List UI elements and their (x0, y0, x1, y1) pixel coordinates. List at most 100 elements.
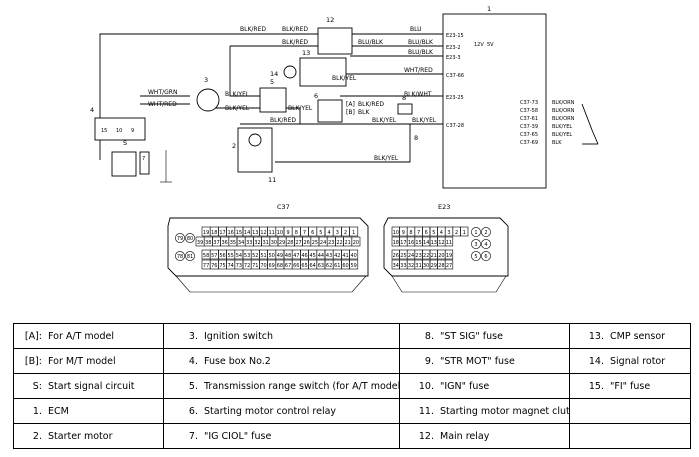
pin-label: 15 (415, 240, 421, 246)
label-rel-a-wire: BLK/RED (358, 101, 384, 108)
round-pin-label: 6 (484, 254, 487, 260)
round-pin (185, 233, 195, 243)
signal-rotor (283, 65, 297, 79)
legend-cell: 4.Fuse box No.2 (163, 348, 400, 374)
legend-key: 5. (188, 380, 198, 392)
ecm-box (442, 13, 547, 189)
legend-key: 13. (588, 330, 604, 342)
label-blk-yel-5: BLK/YEL (372, 117, 397, 124)
pin-label: 7 (303, 230, 306, 236)
pin-label: 25 (312, 240, 318, 246)
pin-label: 70 (260, 263, 266, 269)
pin-label: 76 (211, 263, 217, 269)
pin-cell (460, 226, 469, 237)
pin-label: 2 (344, 230, 347, 236)
pin-label: 13 (431, 240, 437, 246)
legend-key: 7. (188, 430, 198, 442)
pin-label: 32 (254, 240, 260, 246)
legend-cell: 12.Main relay (399, 423, 570, 449)
fuse-box-5 (259, 87, 287, 113)
round-pin (175, 233, 185, 243)
callout-12: 12 (326, 16, 334, 24)
label-blk-orn-2: BLK/ORN (552, 108, 575, 114)
pin-label: 29 (279, 240, 285, 246)
pin-label: 19 (446, 253, 452, 259)
pin-label: 30 (423, 263, 429, 269)
c37-title: C37 (277, 203, 290, 211)
pin-label: 35 (230, 240, 236, 246)
pin-label: 3 (336, 230, 339, 236)
legend-text: Starting motor magnet clutch (440, 405, 570, 417)
pin-label: 51 (260, 253, 266, 259)
pin-label: 34 (393, 263, 399, 269)
legend-text: Starter motor (48, 430, 113, 442)
term-c37-28: C37-28 (446, 123, 464, 129)
legend-key: 8. (424, 330, 434, 342)
pin-label: 77 (203, 263, 209, 269)
label-blk-yel-6: BLK/YEL (412, 117, 437, 124)
legend-cell: 7. "IG CIOL" fuse (163, 423, 400, 449)
pin-label: 18 (211, 230, 217, 236)
legend-cell: 10."IGN" fuse (399, 373, 570, 399)
label-blk-wht: BLK/WHT (404, 91, 432, 98)
term-c37-65: C37-65 (520, 132, 538, 138)
ecm-right-terminals: C37-73 C37-58 C37-61 C37-39 C37-65 C37-6… (520, 100, 575, 146)
legend-text: ECM (48, 405, 69, 417)
pin-label: 17 (400, 240, 406, 246)
term-e23-2: E23-2 (446, 45, 461, 51)
pin-label: 31 (263, 240, 269, 246)
pin-cell (349, 259, 359, 270)
round-pin (471, 239, 481, 249)
pin-label: 33 (246, 240, 252, 246)
battery-box (111, 151, 137, 177)
legend-cell (569, 398, 691, 424)
pin-label: 34 (238, 240, 244, 246)
pin-label: 10 (393, 230, 399, 236)
pin-label: 54 (236, 253, 242, 259)
legend-text: "ST SIG" fuse (440, 330, 503, 342)
legend-key: [A]: (24, 330, 42, 342)
pin-label: 7 (417, 230, 420, 236)
callout-13: 13 (302, 49, 310, 57)
pin-label: 12 (260, 230, 266, 236)
legend-cell: 1.ECM (13, 398, 164, 424)
main-relay (317, 27, 353, 55)
term-5v: 5V (487, 42, 494, 48)
pin-label: 71 (252, 263, 258, 269)
legend-text: "FI" fuse (610, 380, 651, 392)
pin-label: 28 (287, 240, 293, 246)
legend-cell: S:Start signal circuit (13, 373, 164, 399)
pin-label: 12 (438, 240, 444, 246)
pin-label: 55 (228, 253, 234, 259)
legend-key: 3. (188, 330, 198, 342)
label-blk-yel-7: BLK/YEL (374, 155, 399, 162)
legend-text: "IG CIOL" fuse (204, 430, 272, 442)
pin-label: 9 (287, 230, 290, 236)
starter-motor-symbol (248, 133, 262, 147)
pin-label: 20 (353, 240, 359, 246)
fuse-15-label: 15 (101, 128, 107, 134)
pin-label: 72 (244, 263, 250, 269)
legend-cell: 15."FI" fuse (569, 373, 691, 399)
pin-label: 26 (304, 240, 310, 246)
legend-key: [B]: (24, 355, 42, 367)
pin-label: 31 (415, 263, 421, 269)
label-rel-b: [B] (346, 109, 355, 116)
callout-2: 2 (232, 142, 236, 150)
legend-cell (569, 423, 691, 449)
legend-cell: 9."STR MOT" fuse (399, 348, 570, 374)
legend-text: CMP sensor (610, 330, 666, 342)
pin-label: 1 (463, 230, 466, 236)
pin-label: 58 (203, 253, 209, 259)
pin-label: 48 (285, 253, 291, 259)
pin-label: 14 (244, 230, 250, 236)
term-12v: 12V (474, 42, 484, 48)
pin-label: 50 (269, 253, 275, 259)
label-blk-yel-8: BLK/YEL (552, 124, 572, 130)
pin-label: 63 (318, 263, 324, 269)
callout-11: 11 (268, 176, 276, 184)
round-pin (481, 239, 491, 249)
term-c37-73: C37-73 (520, 100, 538, 106)
